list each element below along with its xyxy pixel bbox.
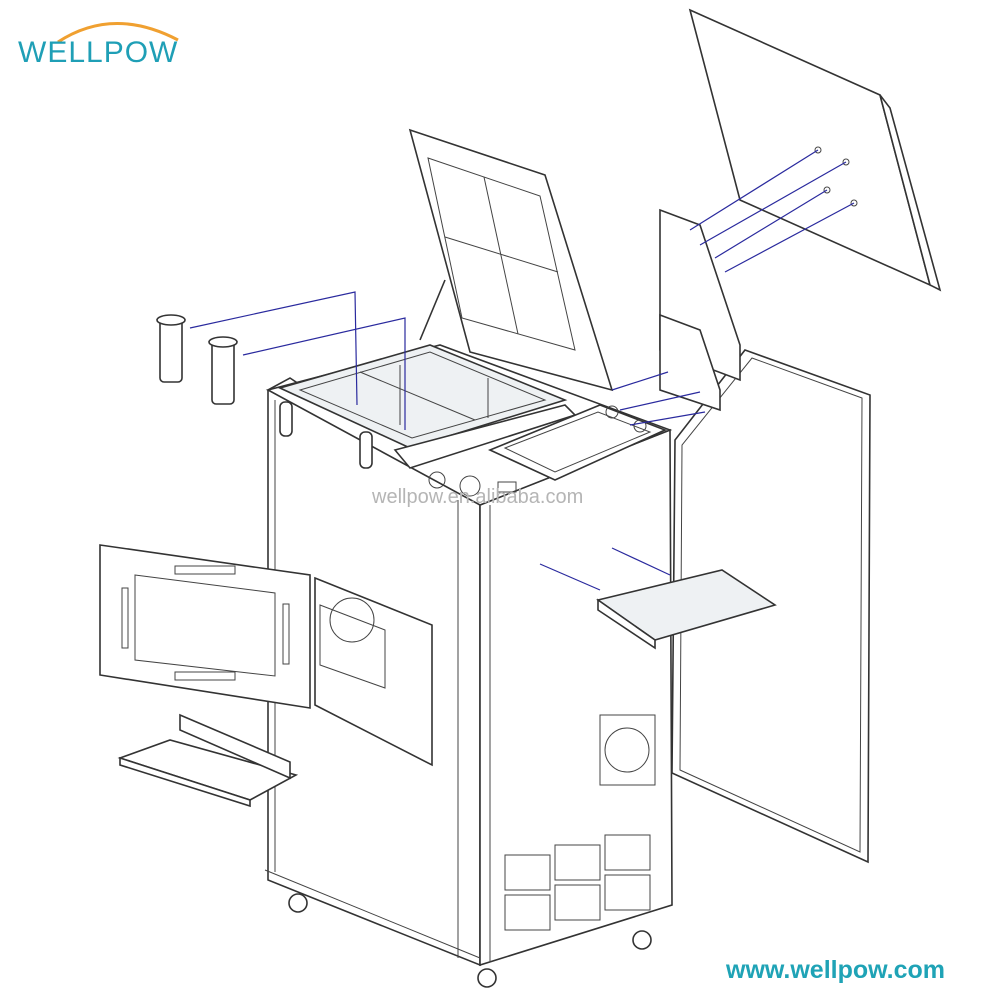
front-fan-grill: [599, 714, 656, 786]
vent-grills: [504, 834, 651, 931]
caster-wheels: [288, 893, 652, 988]
side-opening: [314, 576, 433, 767]
brand-logo: WELLPOW: [18, 10, 208, 70]
front-door: [99, 544, 311, 709]
side-shelf: [596, 569, 777, 650]
cup-holders: [156, 314, 238, 405]
assembly-lines: [189, 149, 855, 591]
monitor-bracket: [659, 208, 741, 412]
monitor: [688, 8, 942, 292]
top-tank: [277, 344, 577, 469]
tool-holder-tray: [117, 713, 299, 808]
website-url: www.wellpow.com: [726, 956, 946, 984]
logo-arc: [57, 22, 179, 44]
control-panel: [428, 404, 668, 497]
latches: [279, 401, 373, 469]
logo-text: WELLPOW: [18, 36, 179, 69]
watermark-text: wellpow.en.alibaba.com: [372, 486, 584, 508]
